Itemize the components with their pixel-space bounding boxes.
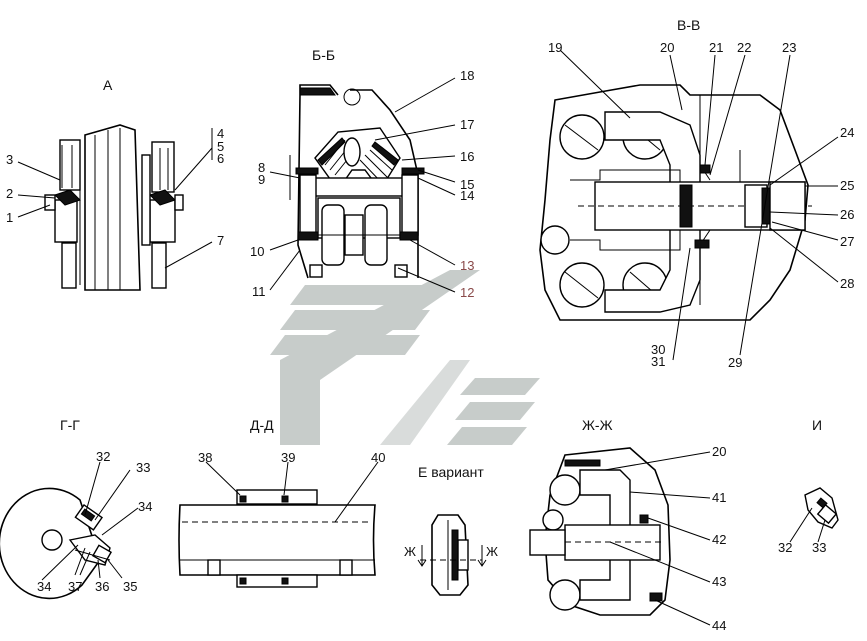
callout-number-35: 35 [123, 579, 137, 594]
callout-number-20: 20 [660, 40, 674, 55]
callout-number-10: 10 [250, 244, 264, 259]
callout-number-4: 4 [217, 126, 224, 141]
view-vv-title: В-В [677, 17, 700, 33]
callout-number-25: 25 [840, 178, 854, 193]
section-arrow-left-label: Ж [404, 544, 416, 559]
callout-number-30: 30 [651, 342, 665, 357]
callout-number-20: 20 [712, 444, 726, 459]
callout-number-33: 33 [812, 540, 826, 555]
callout-number-24: 24 [840, 125, 854, 140]
callout-number-22: 22 [737, 40, 751, 55]
callout-number-11: 11 [252, 284, 266, 299]
callout-number-29: 29 [728, 355, 742, 370]
callout-number-38: 38 [198, 450, 212, 465]
callout-number-34: 34 [138, 499, 152, 514]
section-arrow-right-label: Ж [486, 544, 498, 559]
callout-number-13: 13 [460, 258, 474, 273]
view-a-title: А [103, 77, 113, 93]
view-e-variant-title: Е вариант [418, 464, 484, 480]
view-vv: В-В 19 20 21 [539, 17, 854, 370]
callout-number-32: 32 [778, 540, 792, 555]
view-dd: Д-Д 38 39 40 [178, 417, 385, 588]
callout-number-43: 43 [712, 574, 726, 589]
view-i: И 32 33 [778, 417, 839, 555]
callout-number-33: 33 [136, 460, 150, 475]
watermark-logo [270, 270, 540, 445]
callout-number-23: 23 [782, 40, 796, 55]
callout-number-36: 36 [95, 579, 109, 594]
callout-number-27: 27 [840, 234, 854, 249]
callout-number-18: 18 [460, 68, 474, 83]
view-gg: Г-Г 32 33 34 34 37 36 35 [0, 417, 152, 600]
callout-number-28: 28 [840, 276, 854, 291]
callout-number-17: 17 [460, 117, 474, 132]
view-zhzh-title: Ж-Ж [582, 417, 613, 433]
callout-number-16: 16 [460, 149, 474, 164]
callout-number-26: 26 [840, 207, 854, 222]
callout-number-5: 5 [217, 139, 224, 154]
callout-number-3: 3 [6, 152, 13, 167]
callout-number-44: 44 [712, 618, 726, 633]
callout-number-42: 42 [712, 532, 726, 547]
callout-number-21: 21 [709, 40, 723, 55]
callout-number-6: 6 [217, 151, 224, 166]
callout-number-39: 39 [281, 450, 295, 465]
view-e-variant: Е вариант Ж Ж [404, 464, 498, 596]
view-gg-title: Г-Г [60, 417, 80, 433]
callout-number-40: 40 [371, 450, 385, 465]
callout-number-1: 1 [6, 210, 13, 225]
callout-number-15: 15 [460, 177, 474, 192]
callout-number-14: 14 [460, 188, 474, 203]
view-dd-title: Д-Д [250, 417, 274, 433]
callout-number-37: 37 [68, 579, 82, 594]
callout-number-8: 8 [258, 160, 265, 175]
callout-number-32: 32 [96, 449, 110, 464]
callout-number-34: 34 [37, 579, 51, 594]
callout-number-19: 19 [548, 40, 562, 55]
view-i-title: И [812, 417, 822, 433]
callout-number-9: 9 [258, 172, 265, 187]
callout-number-2: 2 [6, 186, 13, 201]
view-a: А 3 2 1 4 5 6 7 [6, 77, 224, 291]
callout-number-31: 31 [651, 354, 665, 369]
callout-number-7: 7 [217, 233, 224, 248]
view-bb: Б-Б [250, 47, 474, 300]
view-zhzh: Ж-Ж 20 41 42 43 44 [529, 417, 726, 633]
callout-number-41: 41 [712, 490, 726, 505]
view-bb-title: Б-Б [312, 47, 335, 63]
callout-number-12: 12 [460, 285, 474, 300]
